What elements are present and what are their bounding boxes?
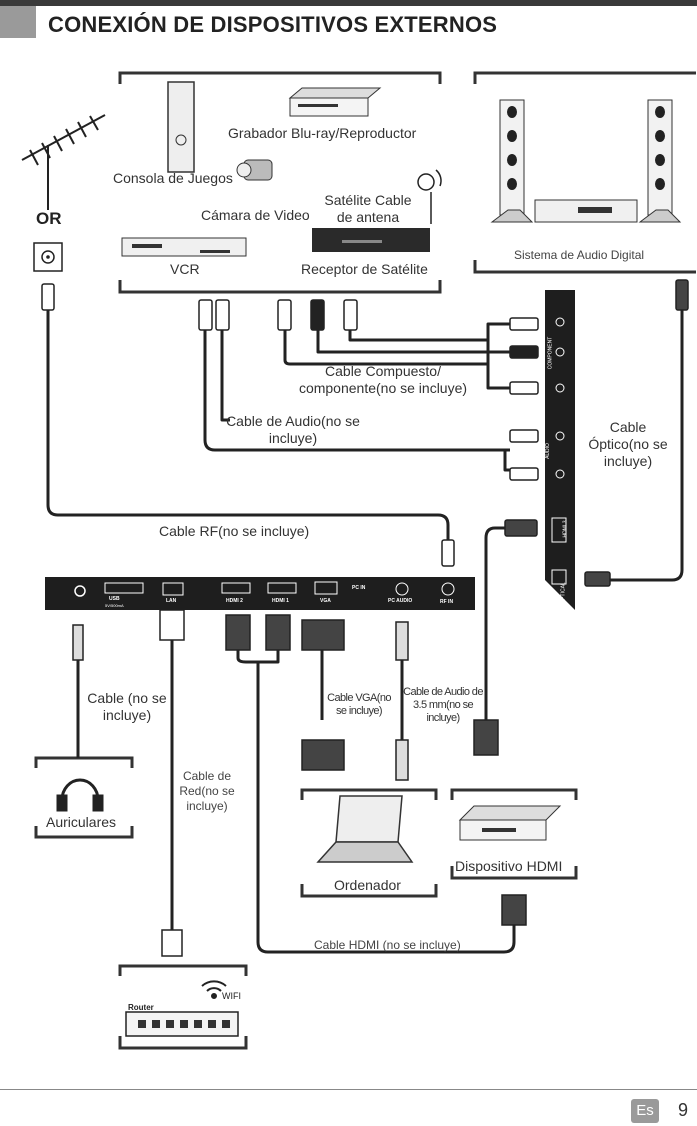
router-bracket-top (118, 964, 248, 976)
component-port-label: COMPONENT (547, 336, 554, 370)
composite-cable-1 (316, 330, 510, 354)
audio-system-bracket-top (473, 71, 696, 84)
hdmi-device-bracket-top (450, 788, 578, 800)
router-label: Router (128, 1003, 154, 1012)
computer-bracket-bottom (300, 884, 438, 898)
footer-rule (0, 1089, 697, 1090)
composite-cable-label: Cable Compuesto/ componente(no se incluy… (298, 363, 468, 396)
camera-icon (236, 159, 273, 181)
bluray-player-icon (288, 87, 382, 117)
satellite-dish-icon (417, 169, 442, 224)
audio-system-label: Sistema de Audio Digital (514, 248, 645, 262)
hdmi-device-label: Dispositivo HDMI (455, 858, 563, 874)
hdmi-cable-label: Cable HDMI (no se incluye) (314, 938, 461, 952)
wifi-icon (201, 980, 227, 999)
pc-audio-port-label: PC AUDIO (388, 598, 413, 604)
title-marker (0, 6, 36, 38)
game-console-icon (167, 81, 195, 173)
router-bracket-bottom (118, 1036, 248, 1050)
optical-cable-label: Cable Óptico(no se incluye) (588, 419, 668, 469)
or-label: OR (36, 209, 62, 228)
rf-cable (46, 310, 450, 540)
hdmi2-port-label: HDMI 2 (226, 598, 243, 604)
audio-system-icon (490, 99, 682, 223)
optical-port-label: OPTICAL (560, 582, 567, 604)
lan-port-label: LAN (166, 598, 177, 604)
vga-cable-label: Cable VGA(no se incluye) (327, 692, 391, 717)
plugs (33, 242, 689, 957)
sat-receiver-icon (312, 228, 430, 252)
bluray-label: Grabador Blu-ray/Reproductor (228, 125, 417, 141)
top-devices-bracket-top (118, 71, 442, 84)
headphones-bracket-bottom (34, 826, 134, 839)
tv-side-panel (545, 290, 575, 610)
vga-port-label: VGA (320, 598, 331, 604)
router-icon (125, 1011, 239, 1037)
hdmi3-port-label: HDMI 3 (562, 520, 569, 538)
optical-cable (610, 310, 684, 582)
computer-label: Ordenador (334, 877, 401, 893)
headphone-cable-label: Cable (no se incluye) (87, 690, 167, 723)
hdmi-device-icon (458, 805, 562, 841)
audio-cable-label: Cable de Audio(no se incluye) (226, 413, 360, 446)
hdmi-device-bracket-bottom (450, 866, 578, 880)
language-badge: Es (631, 1099, 659, 1123)
network-cable-label: Cable de Red(no se incluye) (179, 769, 235, 813)
rf-in-port-label: RF IN (440, 599, 454, 605)
audio-system-bracket-bottom (473, 260, 696, 274)
sat-receiver-label: Receptor de Satélite (301, 261, 428, 277)
tv-bottom-panel (45, 577, 475, 610)
camera-label: Cámara de Video (201, 207, 310, 223)
audio35-cable-label: Cable de Audio de 3.5 mm(no se incluye) (403, 686, 483, 724)
headphones-bracket-top (34, 756, 134, 768)
audio-cable-3 (503, 450, 510, 472)
top-devices-bracket-bottom (118, 280, 442, 294)
laptop-icon (316, 795, 414, 863)
composite-cable-4 (486, 364, 510, 390)
hdmi-cable-main (256, 662, 516, 954)
usb-port-label: USB (109, 596, 120, 602)
satellite-cable-label: Satélite Cable de antena (324, 192, 412, 225)
hdmi3-cable (484, 526, 512, 720)
hdmi-split (236, 650, 280, 664)
headphones-icon (56, 778, 104, 812)
cables (46, 310, 684, 954)
page-number: 9 (678, 1100, 689, 1120)
audio-cable-1 (203, 330, 510, 452)
usb-spec-label: 5V/500mA (105, 603, 124, 608)
composite-cable-2 (283, 322, 510, 366)
audio-cable-2 (220, 330, 230, 422)
composite-cable-3 (348, 330, 488, 342)
vcr-label: VCR (170, 261, 200, 277)
device-brackets (34, 71, 696, 1050)
console-label: Consola de Juegos (113, 170, 233, 186)
top-rule (0, 0, 697, 6)
page-title: CONEXIÓN DE DISPOSITIVOS EXTERNOS (48, 12, 498, 37)
rf-cable-label: Cable RF(no se incluye) (159, 523, 310, 539)
computer-bracket-top (300, 788, 438, 800)
hdmi1-port-label: HDMI 1 (272, 598, 289, 604)
audio-side-port-label: AUDIO (544, 443, 551, 459)
pc-in-label: PC IN (352, 585, 366, 591)
vcr-icon (121, 237, 247, 257)
antenna-icon (21, 114, 106, 210)
headphones-label: Auriculares (46, 814, 117, 830)
wifi-label: WIFI (222, 991, 241, 1001)
